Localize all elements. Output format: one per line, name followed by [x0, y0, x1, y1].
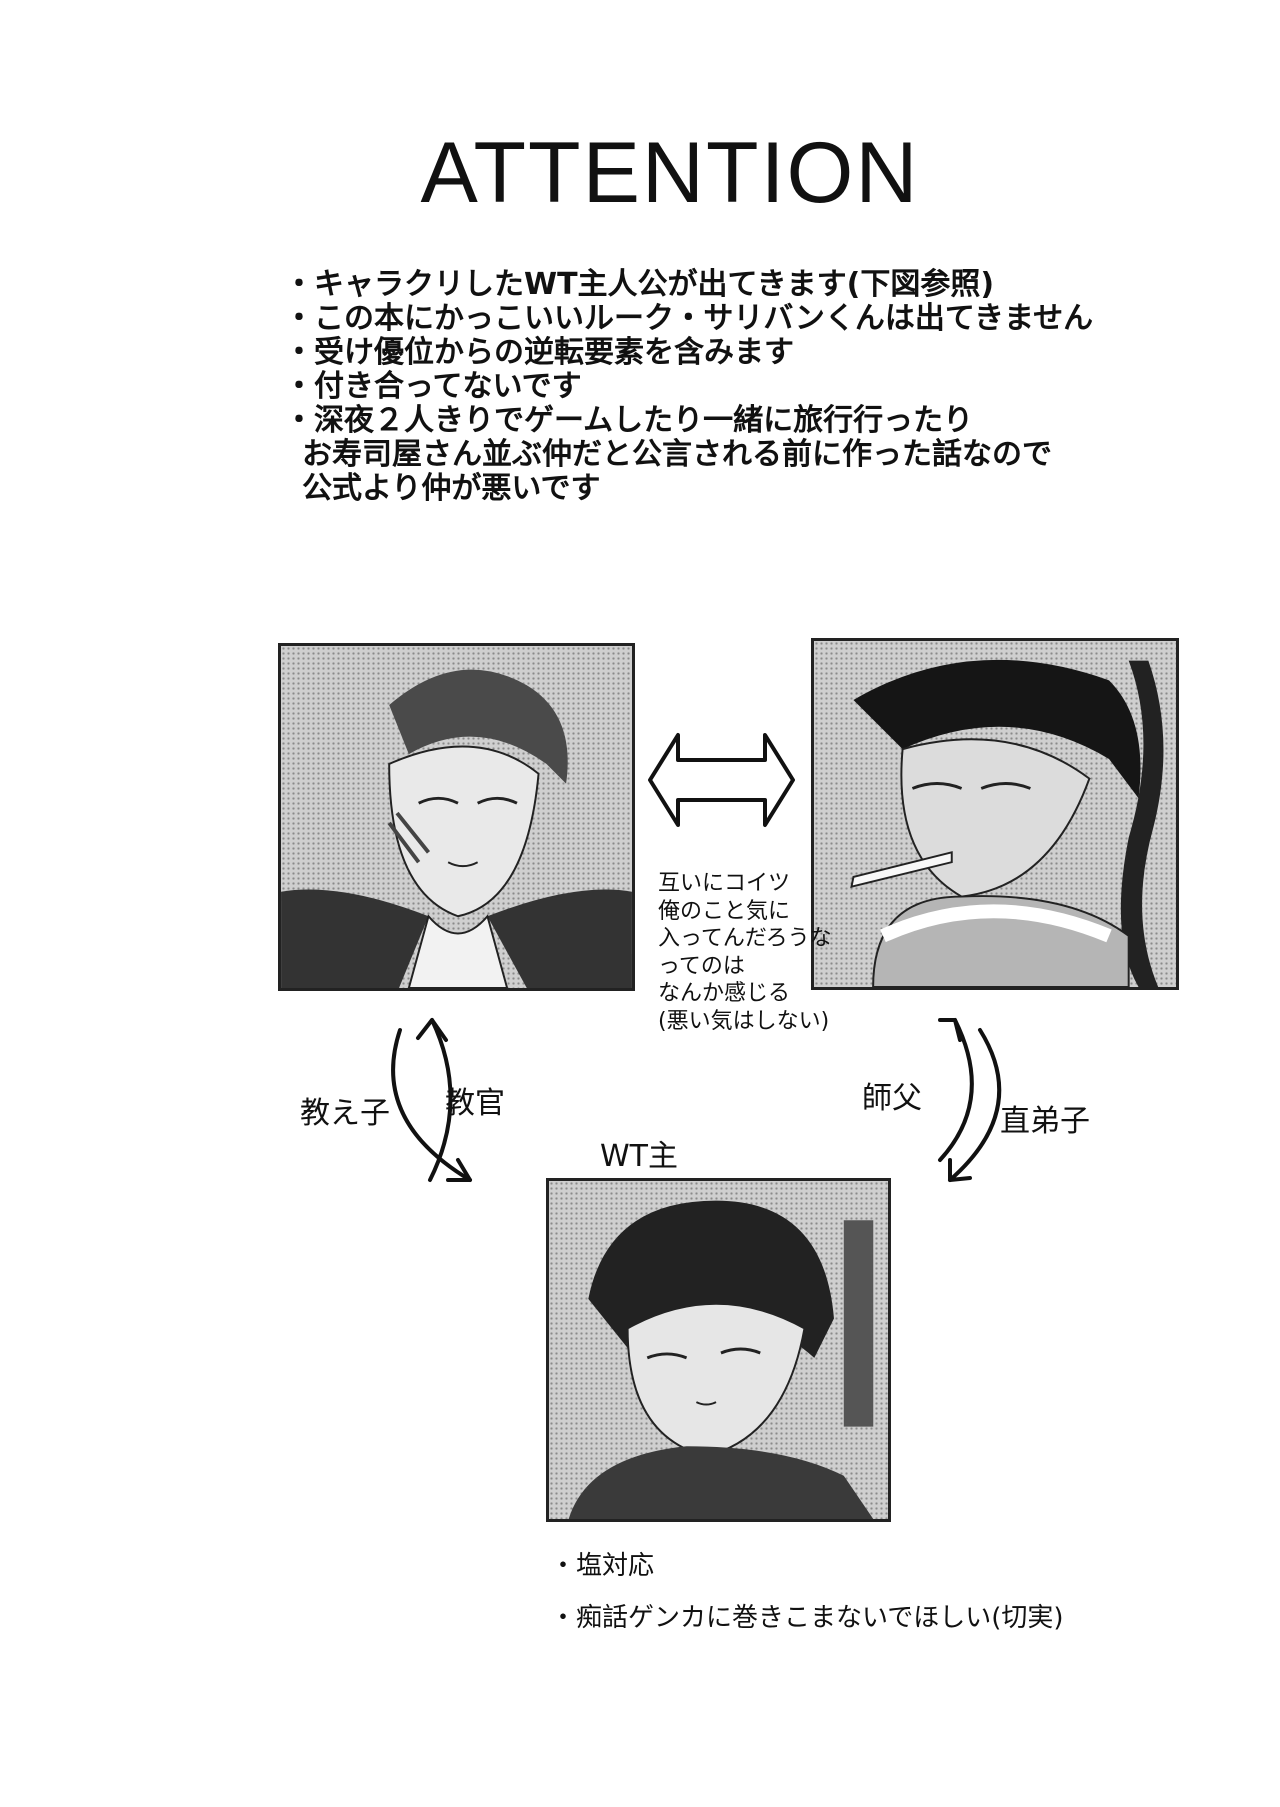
note-item: ・この本にかっこいいルーク・サリバンくんは出てきません	[284, 301, 1094, 336]
double-arrow-icon	[648, 733, 795, 827]
character-portrait-left	[278, 643, 635, 991]
note-item: ・付き合ってないです	[284, 369, 582, 404]
note-item: ・キャラクリしたWT主人公が出てきます(下図参照)	[284, 267, 995, 302]
portrait-illustration	[568, 1200, 874, 1519]
attention-notes: ・キャラクリしたWT主人公が出てきます(下図参照) ・この本にかっこいいルーク・…	[284, 268, 1184, 506]
label-instructor: 教官	[445, 1086, 505, 1121]
portrait-illustration	[850, 659, 1164, 987]
note-item: ・受け優位からの逆転要素を含みます	[284, 335, 794, 370]
label-direct-disciple: 直弟子	[1000, 1104, 1090, 1139]
label-master: 師父	[862, 1081, 922, 1116]
portrait-illustration	[281, 669, 632, 988]
relationship-note: 互いにコイツ 俺のこと気に 入ってんだろうな ってのは なんか感じる (悪い気は…	[658, 871, 832, 1034]
curved-arrow-icon	[938, 1018, 974, 1162]
label-wt-protagonist: WT主	[600, 1139, 678, 1174]
character-portrait-wt-protagonist	[546, 1178, 891, 1522]
label-student: 教え子	[300, 1096, 390, 1131]
protagonist-notes: ・塩対応 ・痴話ゲンカに巻きこまないでほしい(切実)	[550, 1551, 1064, 1633]
note-item: ・深夜２人きりでゲームしたり一緒に旅行行ったり	[284, 403, 974, 438]
note-item: 公式より仲が悪いです	[302, 471, 601, 506]
page-title: ATTENTION	[420, 125, 920, 221]
note-item: お寿司屋さん並ぶ仲だと公言される前に作った話なので	[302, 437, 1052, 472]
curved-arrow-icon	[948, 1028, 1002, 1182]
character-portrait-right	[811, 638, 1179, 990]
